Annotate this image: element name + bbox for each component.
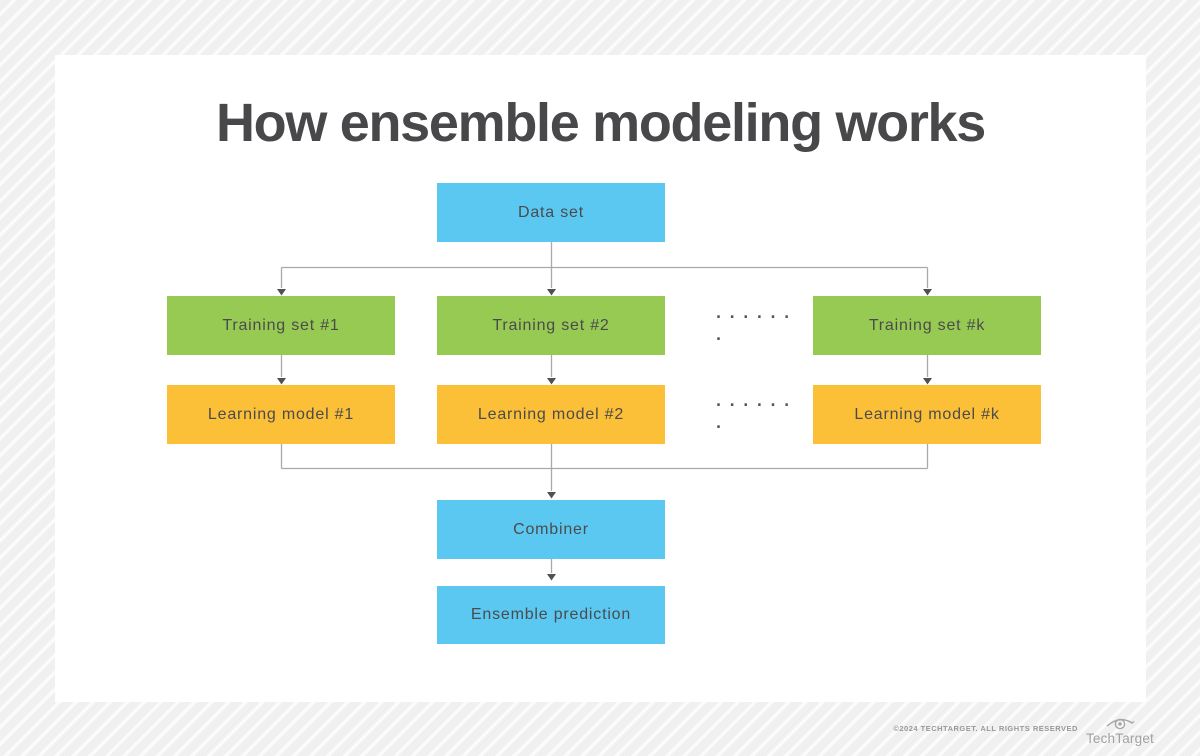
node-training-set-k: Training set #k — [813, 296, 1041, 355]
ellipsis-training-row: ....... — [714, 302, 796, 346]
node-label: Learning model #2 — [477, 405, 625, 423]
arrowhead-learning2 — [547, 378, 556, 385]
node-label: Data set — [518, 203, 584, 221]
arrowhead-trainingk — [923, 289, 932, 296]
node-training-set-2: Training set #2 — [437, 296, 665, 355]
node-learning-model-k: Learning model #k — [813, 385, 1041, 444]
arrowhead-learning1 — [277, 378, 286, 385]
arrowhead-ensemble — [547, 574, 556, 581]
ellipsis-row: ...... — [714, 392, 796, 410]
infographic-card: How ensemble modeling works — [55, 55, 1146, 702]
techtarget-wordmark: TechTarget — [1085, 731, 1154, 746]
ensemble-flow-diagram: Data set Training set #1 Training set #2… — [55, 55, 1146, 702]
arrowhead-training2 — [547, 289, 556, 296]
page-title: How ensemble modeling works — [215, 93, 986, 153]
node-label: Learning model #k — [854, 405, 1000, 423]
node-label: Training set #2 — [492, 316, 610, 334]
copyright-text: ©2024 TECHTARGET. ALL RIGHTS RESERVED — [893, 724, 1078, 733]
node-label: Learning model #1 — [207, 405, 355, 423]
node-label: Training set #k — [868, 316, 986, 334]
ellipsis-learning-row: ....... — [714, 390, 796, 434]
node-label: Training set #1 — [222, 316, 340, 334]
node-label: Ensemble prediction — [470, 606, 632, 623]
node-learning-model-2: Learning model #2 — [437, 385, 665, 444]
arrowhead-combiner — [547, 492, 556, 499]
node-training-set-1: Training set #1 — [167, 296, 395, 355]
arrowhead-training1 — [277, 289, 286, 296]
ellipsis-row: ...... — [714, 304, 796, 322]
arrowhead-learningk — [923, 378, 932, 385]
node-ensemble-prediction: Ensemble prediction — [437, 586, 665, 644]
footer: ©2024 TECHTARGET. ALL RIGHTS RESERVED Te… — [893, 714, 1154, 746]
node-label: Combiner — [513, 520, 589, 538]
eye-icon — [1106, 718, 1135, 730]
connector-lines — [277, 242, 932, 581]
ellipsis-single: . — [714, 414, 725, 432]
node-combiner: Combiner — [437, 500, 665, 559]
node-learning-model-1: Learning model #1 — [167, 385, 395, 444]
node-data-set: Data set — [437, 183, 665, 242]
techtarget-logo: TechTarget — [1086, 714, 1154, 746]
ellipsis-single: . — [714, 326, 725, 344]
